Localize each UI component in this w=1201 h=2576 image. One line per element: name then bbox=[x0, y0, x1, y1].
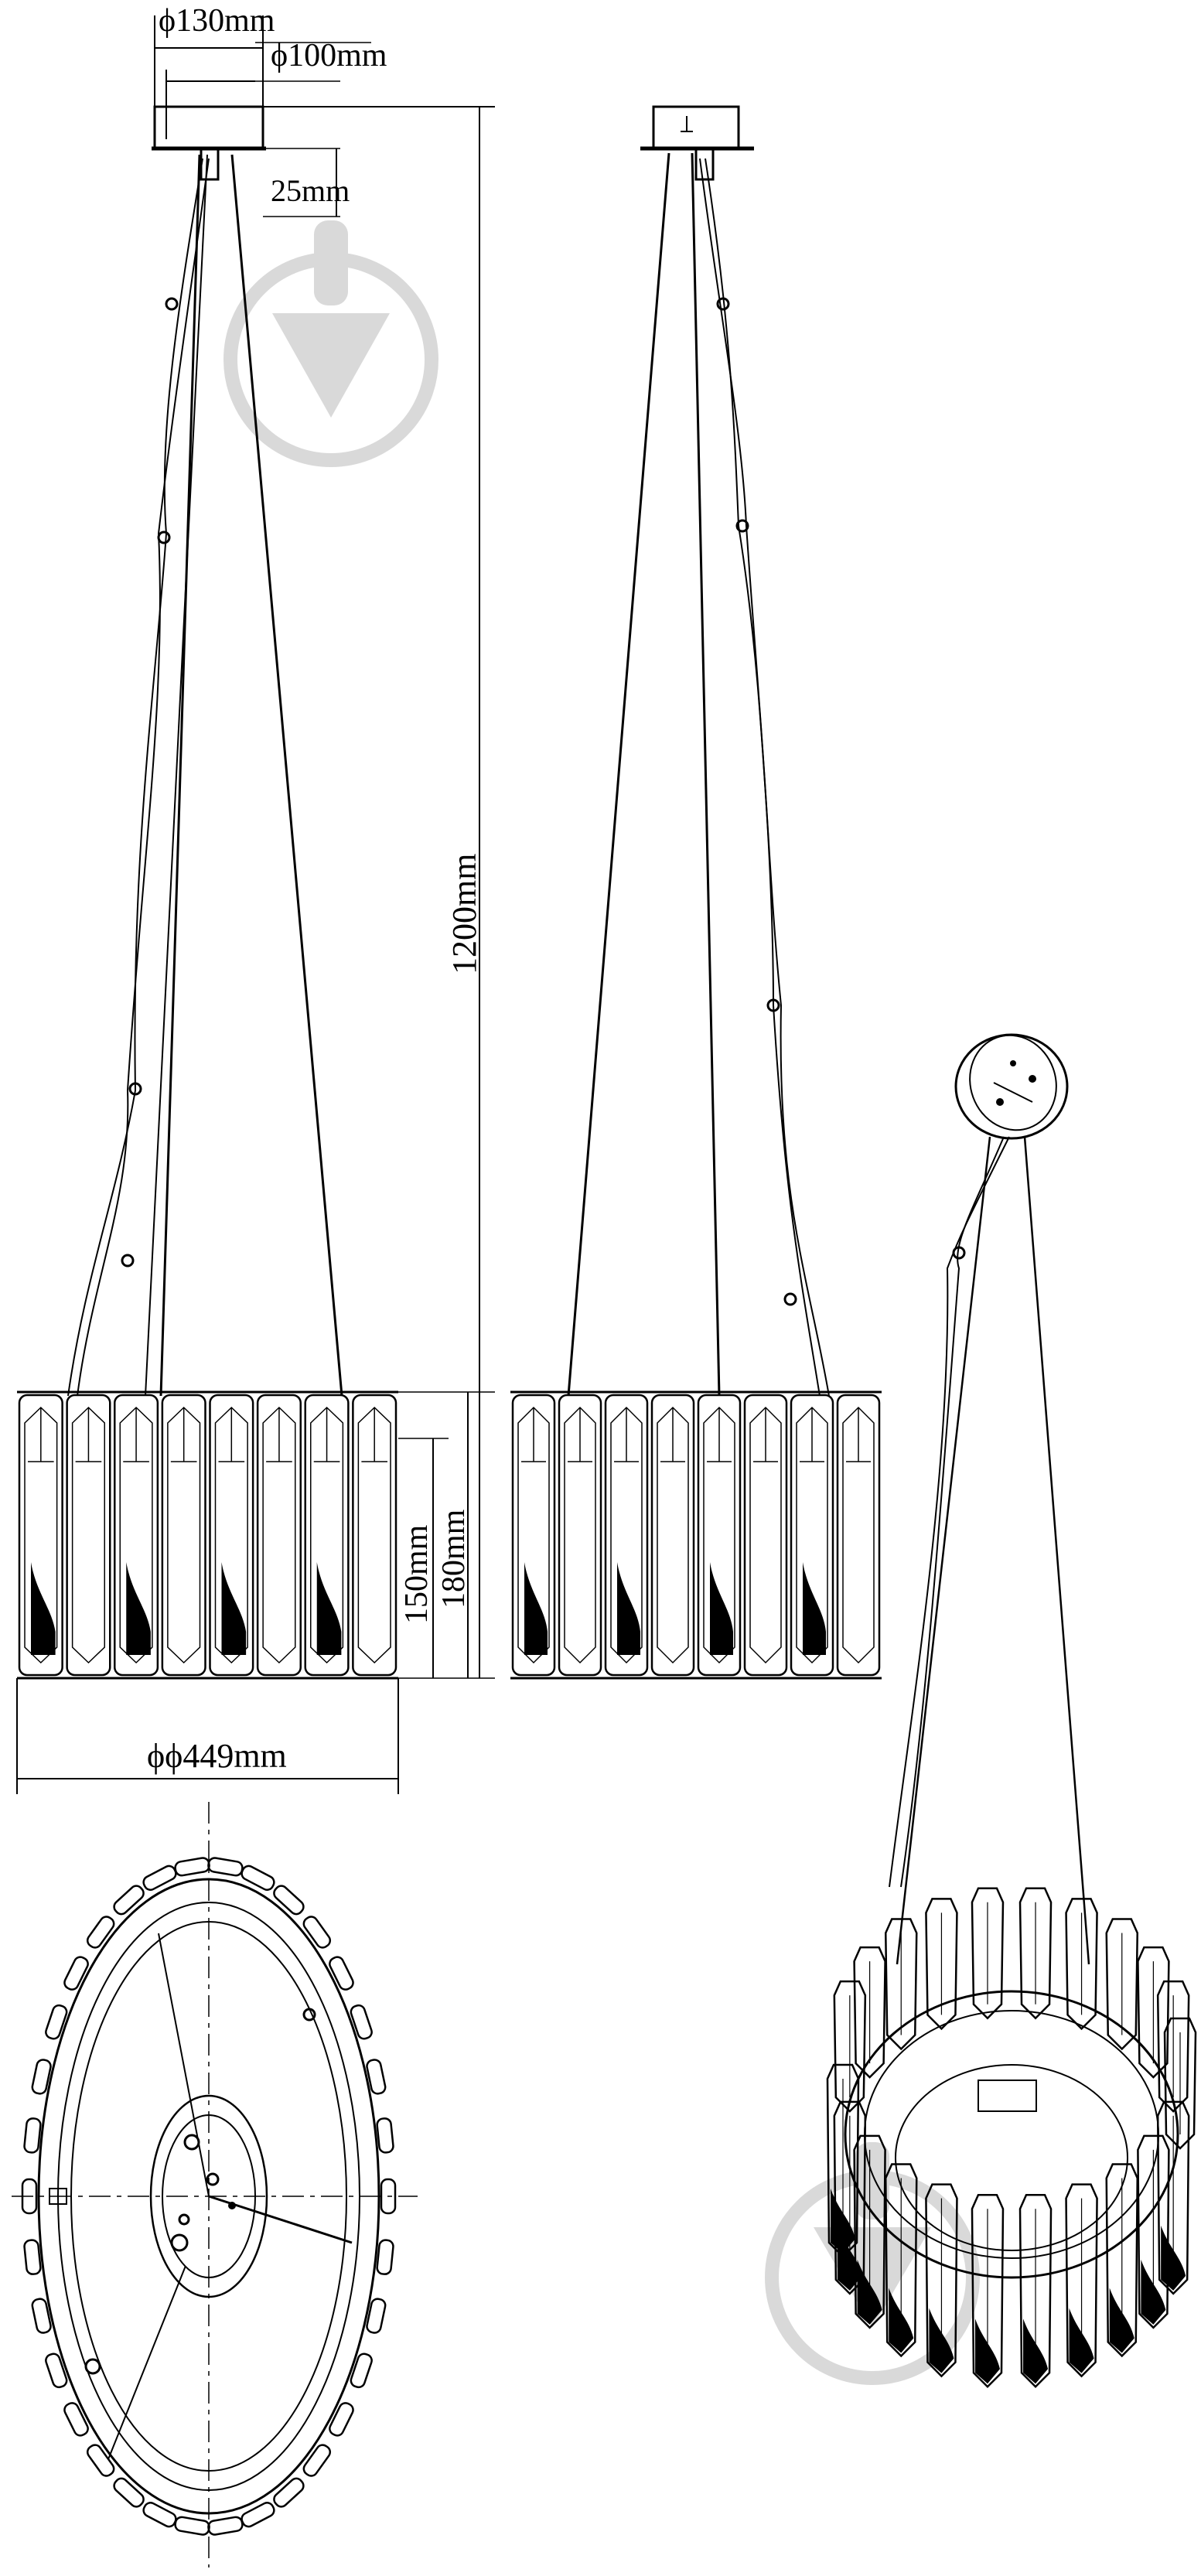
body-height-inner-label: 150mm bbox=[399, 1524, 435, 1624]
crystal-prism bbox=[511, 1394, 556, 1677]
crystal-prism bbox=[45, 2004, 68, 2040]
crystal-prism bbox=[302, 2444, 332, 2477]
crystal-prism bbox=[884, 1918, 918, 2051]
crystal-prism bbox=[304, 1394, 350, 1677]
crystal-prism bbox=[650, 1394, 695, 1677]
canopy-inner-diameter-label: ϕ100mm bbox=[271, 38, 387, 73]
crystal-prism bbox=[925, 1898, 958, 2031]
crystal-prism bbox=[63, 1956, 89, 1991]
crystal-prism bbox=[174, 1857, 210, 1877]
crystal-prism bbox=[207, 2516, 244, 2536]
perspective-view bbox=[826, 1033, 1197, 2389]
crystal-prism bbox=[63, 2402, 89, 2437]
crystal-prism bbox=[833, 1980, 867, 2113]
crystal-prism bbox=[86, 2444, 115, 2477]
crystal-prism bbox=[1137, 1946, 1170, 2079]
crystal-prism bbox=[971, 1887, 1005, 2020]
crystal-prism bbox=[329, 1956, 354, 1991]
crystal-prism bbox=[884, 2163, 918, 2358]
crystal-prism bbox=[558, 1394, 602, 1677]
crystal-prism bbox=[376, 2239, 394, 2275]
body-diameter-label: ϕϕ449mm bbox=[147, 1737, 287, 1775]
front-view bbox=[17, 105, 398, 1680]
crystal-prism bbox=[1163, 2017, 1197, 2150]
crystal-prism bbox=[142, 1865, 177, 1891]
crystal-prism bbox=[743, 1394, 788, 1677]
crystal-prism bbox=[1105, 2163, 1139, 2358]
crystal-prism bbox=[31, 2298, 52, 2334]
crystal-prism bbox=[174, 2516, 210, 2536]
canopy-outer-diameter-label: ϕ130mm bbox=[159, 3, 275, 39]
crystal-prism bbox=[350, 2353, 373, 2389]
crystal-prism bbox=[241, 2502, 275, 2528]
crystal-prism bbox=[366, 2298, 387, 2334]
crystal-prism bbox=[31, 2059, 52, 2095]
body-height-outer-label: 180mm bbox=[436, 1509, 472, 1609]
suspension-length-label: 1200mm bbox=[445, 854, 483, 974]
crystal-prism bbox=[1065, 2183, 1098, 2378]
crystal-prism bbox=[1156, 1980, 1190, 2113]
crystal-prism bbox=[241, 1865, 275, 1891]
crystal-prism bbox=[1018, 2194, 1053, 2389]
crystal-prism bbox=[853, 1946, 886, 2079]
crystal-prism bbox=[1156, 2100, 1190, 2295]
crystal-prism bbox=[45, 2353, 68, 2389]
crystal-prism bbox=[836, 1394, 881, 1677]
crystal-prism bbox=[86, 1916, 115, 1949]
side-view bbox=[510, 105, 882, 1680]
crystal-prism bbox=[350, 2004, 373, 2040]
crystal-prism bbox=[207, 1857, 244, 1877]
crystal-prism bbox=[21, 2178, 38, 2215]
crystal-prism bbox=[971, 2194, 1005, 2389]
crystal-prism bbox=[376, 2117, 394, 2154]
crystal-prism bbox=[23, 2239, 42, 2275]
crystal-prism bbox=[1018, 1887, 1053, 2020]
crystal-prism bbox=[366, 2059, 387, 2095]
crystal-prism bbox=[1065, 1898, 1098, 2031]
crystal-prism bbox=[1137, 2134, 1170, 2329]
crystal-prism bbox=[826, 2063, 860, 2258]
crystal-prism bbox=[18, 1394, 63, 1677]
crystal-prism bbox=[273, 1885, 305, 1916]
crystal-prism bbox=[256, 1394, 302, 1677]
crystal-prism bbox=[925, 2183, 958, 2378]
crystal-prism bbox=[113, 2477, 145, 2508]
crystal-prism bbox=[23, 2117, 42, 2154]
crystal-prism bbox=[604, 1394, 649, 1677]
dimension-labels: ϕ130mm ϕ100mm 25mm 1200mm 150mm 180mm ϕϕ… bbox=[147, 3, 483, 1775]
crystal-prism bbox=[697, 1394, 742, 1677]
crystal-prism bbox=[142, 2502, 177, 2528]
crystal-prism bbox=[380, 2178, 397, 2215]
crystal-prism bbox=[790, 1394, 834, 1677]
top-view bbox=[12, 1802, 418, 2567]
crystal-prism bbox=[1105, 1918, 1139, 2051]
crystal-prism bbox=[66, 1394, 111, 1677]
crystal-prism bbox=[209, 1394, 254, 1677]
dimension-lines bbox=[16, 15, 495, 1794]
canopy-height-label: 25mm bbox=[271, 173, 350, 208]
crystal-prism bbox=[273, 2477, 305, 2508]
crystal-prism bbox=[161, 1394, 206, 1677]
crystal-prism bbox=[114, 1394, 159, 1677]
crystal-prism bbox=[302, 1916, 332, 1949]
crystal-prism bbox=[329, 2402, 354, 2437]
crystal-prism bbox=[113, 1885, 145, 1916]
download-arrow-icon bbox=[223, 220, 438, 467]
crystal-prism bbox=[352, 1394, 397, 1677]
